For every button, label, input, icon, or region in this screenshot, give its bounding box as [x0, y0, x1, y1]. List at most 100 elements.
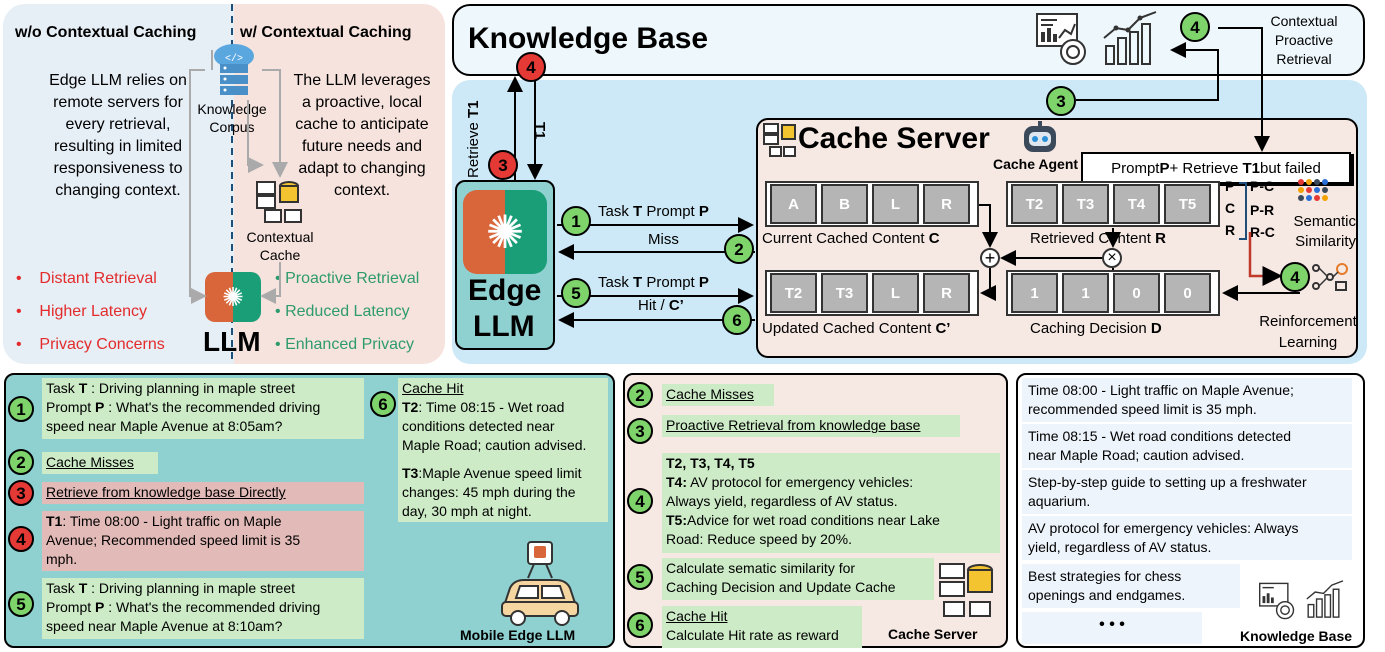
step-3-circle: 3 [8, 480, 34, 506]
bullet-item: • Reduced Latency [275, 303, 410, 320]
decision-cell: 0 [1164, 273, 1211, 313]
msg1-label: Task T Prompt P [598, 203, 709, 220]
bullet-item: • Proactive Retrieval [275, 270, 420, 287]
hit-label: Hit / C’ [638, 297, 684, 314]
pair-pc: P-C [1250, 178, 1275, 194]
cache-server-icon [939, 563, 993, 617]
decision-cell: 0 [1113, 273, 1160, 313]
mobile-edge-caption: Mobile Edge LLM [460, 627, 576, 643]
step-4-circle: 4 [627, 488, 653, 514]
retrieved-cell: T3 [1062, 184, 1109, 224]
bullet-item: • Distant Retrieval [16, 270, 157, 287]
updated-cell: R [923, 273, 970, 313]
bullet-item: • Enhanced Privacy [275, 336, 415, 353]
retrieve-directly-note: Retrieve from knowledge base Directly [42, 482, 364, 504]
times-operator: × [1102, 248, 1122, 268]
step-4-circle: 4 [516, 52, 546, 82]
contextual-proactive-retrieval-label: Contextual Proactive Retrieval [1270, 13, 1338, 67]
analytics-dashboard-icon [1036, 13, 1086, 65]
bullet-item: • Higher Latency [16, 303, 148, 320]
with-caching-desc: The LLM leverages a proactive, local cac… [293, 72, 431, 199]
comparison-panel [3, 4, 445, 364]
t1-result: T1: Time 08:00 - Light traffic on Maple … [42, 511, 364, 571]
bar-chart-icon [1306, 580, 1344, 618]
step-6-circle: 6 [627, 612, 653, 638]
decision-cell: 1 [1062, 273, 1109, 313]
retrieved-cell: T5 [1164, 184, 1211, 224]
bullet-item: • Privacy Concerns [16, 336, 165, 353]
llm-label: LLM [203, 326, 261, 357]
knowledge-corpus-label: Knowledge Corpus [197, 101, 267, 135]
retrieved-cell: T4 [1113, 184, 1160, 224]
car-icon [501, 541, 579, 626]
step-1-circle: 1 [8, 396, 34, 422]
robot-agent-icon [1024, 121, 1056, 152]
edge-llm-logo-icon: ✺ [485, 206, 525, 258]
kb-item: AV protocol for emergency vehicles: Alwa… [1022, 516, 1352, 560]
reinforcement-learning-label: Reinforcement Learning [1259, 313, 1357, 351]
cache-server-title: Cache Server [798, 122, 990, 155]
with-caching-title: w/ Contextual Caching [240, 24, 412, 41]
similarity-matrix-icon [1298, 179, 1328, 201]
contextual-cache-icon [256, 181, 302, 223]
updated-cell: T3 [821, 273, 868, 313]
without-caching-bg [3, 4, 234, 364]
cache-server-caption: Cache Server [888, 626, 978, 642]
c-label: C [1225, 200, 1236, 216]
kb-item: Time 08:15 - Wet road conditions detecte… [1022, 424, 1352, 468]
kb-item: Step-by-step guide to setting up a fresh… [1022, 470, 1352, 514]
step-4-circle: 4 [1180, 12, 1210, 42]
step-2-circle: 2 [724, 234, 754, 264]
cache-cell: R [923, 184, 970, 224]
p-label: P [1225, 178, 1235, 194]
cloud-server-icon: </> [214, 44, 254, 95]
knowledge-base-caption: Knowledge Base [1240, 628, 1353, 644]
without-caching-bullets: • Distant Retrieval • Higher Latency • P… [16, 262, 165, 361]
task-prompt-5: Task T : Driving planning in maple stree… [42, 578, 364, 639]
contextual-cache-label: Contextual Cache [246, 229, 314, 263]
with-caching-bullets: • Proactive Retrieval • Reduced Latency … [275, 262, 419, 361]
retrieved-items: T2, T3, T4, T5 T4: AV protocol for emerg… [662, 453, 1000, 553]
current-cache-label: Current Cached Content C [762, 230, 940, 247]
knowledge-base-title: Knowledge Base [468, 22, 709, 55]
cache-misses-note: Cache Misses [662, 384, 774, 406]
updated-cache-label: Updated Cached Content C’ [762, 320, 951, 337]
cache-server-icon [763, 123, 796, 157]
without-caching-title: w/o Contextual Caching [15, 24, 197, 41]
kb-ellipsis: • • • [1022, 612, 1202, 644]
step-1-circle: 1 [561, 206, 591, 236]
edge-label: Edge [468, 274, 542, 307]
pcr-bracket [1239, 182, 1247, 240]
decision-label: Caching Decision D [1030, 320, 1162, 337]
step-3-circle: 3 [488, 150, 518, 180]
step-3-circle: 3 [627, 418, 653, 444]
step-4-circle: 4 [1280, 262, 1310, 292]
step-5-circle: 5 [561, 278, 591, 308]
similarity-calc-note: Calculate sematic similarity for Caching… [662, 558, 934, 600]
kb-item: Time 08:00 - Light traffic on Maple Aven… [1022, 378, 1352, 422]
retrieved-cell: T2 [1011, 184, 1058, 224]
bar-chart-icon [1103, 11, 1157, 65]
pair-pr: P-R [1250, 202, 1275, 218]
semantic-similarity-label: Semantic Similarity [1293, 213, 1356, 250]
plus-operator: + [980, 248, 1000, 268]
cache-cell: A [770, 184, 817, 224]
step-6-circle: 6 [370, 391, 396, 417]
without-caching-desc: Edge LLM relies on remote servers for ev… [49, 72, 187, 199]
cache-misses-note: Cache Misses [42, 452, 158, 474]
step-4-circle: 4 [8, 526, 34, 552]
task-prompt-1: Task T : Driving planning in maple stree… [42, 378, 364, 439]
svg-text:</>: </> [225, 53, 243, 65]
updated-cell: L [872, 273, 919, 313]
prompt-failed-note: Prompt P + Retrieve T1 but failed [1081, 152, 1351, 184]
edge-llm-label: LLM [473, 310, 535, 343]
cache-cell: B [821, 184, 868, 224]
cache-hit-note: Cache Hit Calculate Hit rate as reward [662, 606, 862, 648]
cache-hit-results: Cache Hit T2: Time 08:15 - Wet road cond… [398, 378, 608, 522]
step-2-circle: 2 [8, 449, 34, 475]
pair-rc: R-C [1250, 224, 1275, 240]
r-label: R [1225, 222, 1236, 238]
kb-item: Best strategies for chess openings and e… [1022, 564, 1240, 608]
msg5-label: Task T Prompt P [598, 274, 709, 291]
decision-cell: 1 [1011, 273, 1058, 313]
